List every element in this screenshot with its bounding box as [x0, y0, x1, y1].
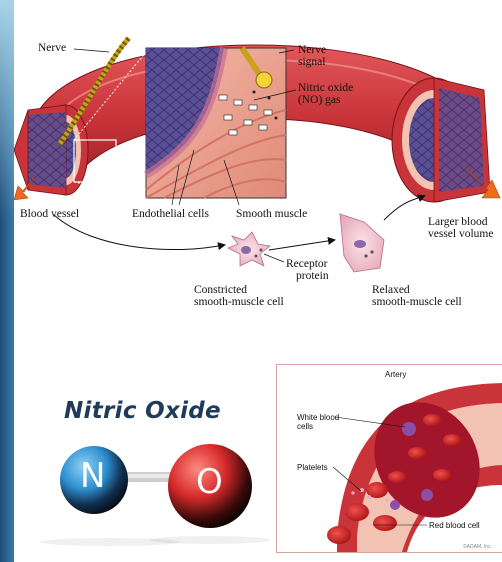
oxygen-symbol: O [196, 462, 223, 502]
label-nitric-oxide-gas-line2: (NO) gas [298, 94, 340, 107]
artery-panel: Artery White blood cells Platelets Red b… [276, 364, 502, 553]
label-receptor-protein-line2: protein [296, 270, 329, 283]
label-endothelial-cells: Endothelial cells [132, 208, 209, 221]
label-relaxed-line2: smooth-muscle cell [372, 296, 462, 309]
no-molecule [40, 444, 270, 546]
constricted-cell [228, 232, 270, 266]
label-smooth-muscle: Smooth muscle [236, 208, 307, 221]
label-nerve-signal-line2: signal [298, 56, 325, 69]
white-blood-cells-line2: cells [297, 422, 313, 431]
nitrogen-symbol: N [80, 456, 105, 496]
label-constricted-line2: smooth-muscle cell [194, 296, 284, 309]
platelets-label: Platelets [297, 463, 328, 472]
artery-title: Artery [385, 370, 406, 379]
figure-canvas: Nerve Nerve signal Nitric oxide (NO) gas… [14, 0, 502, 562]
label-nerve: Nerve [38, 42, 66, 55]
adam-credit: ©ADAM, Inc. [463, 543, 492, 552]
left-accent-highlight [0, 0, 14, 220]
white-blood-cells-line1: White blood [297, 413, 339, 422]
right-vessel-segment [392, 78, 500, 202]
label-blood-vessel: Blood vessel [20, 208, 79, 221]
nitric-oxide-title: Nitric Oxide [64, 398, 221, 424]
zoom-inset [146, 48, 286, 198]
red-blood-cell-label: Red blood cell [429, 521, 480, 530]
relaxed-cell [340, 214, 384, 272]
label-larger-volume-line2: vessel volume [428, 228, 493, 241]
